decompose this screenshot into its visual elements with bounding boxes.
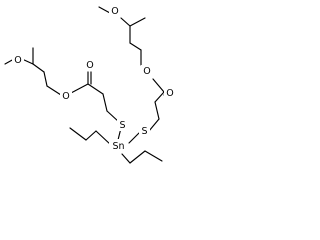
bond	[85, 130, 97, 141]
bond	[46, 85, 62, 96]
bond	[69, 127, 87, 141]
atom-o-ester-right: O	[143, 66, 150, 77]
atom-s-right: S	[141, 126, 147, 137]
bond	[120, 17, 131, 27]
bond	[129, 17, 146, 27]
bond	[129, 42, 142, 51]
bond	[98, 6, 111, 14]
bond	[129, 150, 146, 164]
atom-o-methoxy-left: O	[14, 55, 21, 66]
atom-o-carbonyl-left: O	[86, 60, 93, 71]
bond	[95, 130, 112, 146]
bond	[87, 83, 104, 95]
atom-sn: Sn	[112, 141, 124, 152]
atom-o-methoxy-right: O	[111, 6, 118, 17]
bonds	[4, 6, 173, 164]
bond	[121, 153, 131, 164]
bond	[148, 118, 160, 132]
atom-labels: O O O S Sn S O O O	[12, 5, 176, 152]
bond	[154, 91, 165, 103]
atom-o-carbonyl-right: O	[166, 88, 173, 99]
bond	[144, 150, 163, 162]
bond	[128, 132, 140, 144]
bond	[43, 71, 48, 87]
atom-o-ester-left: O	[62, 91, 69, 102]
atom-s-left: S	[119, 120, 125, 131]
bond	[102, 93, 108, 112]
bond	[32, 63, 45, 73]
bond	[154, 101, 160, 120]
bond	[152, 78, 165, 93]
bond	[70, 83, 89, 94]
structural-formula: O O O S Sn S O O O	[4, 5, 176, 164]
